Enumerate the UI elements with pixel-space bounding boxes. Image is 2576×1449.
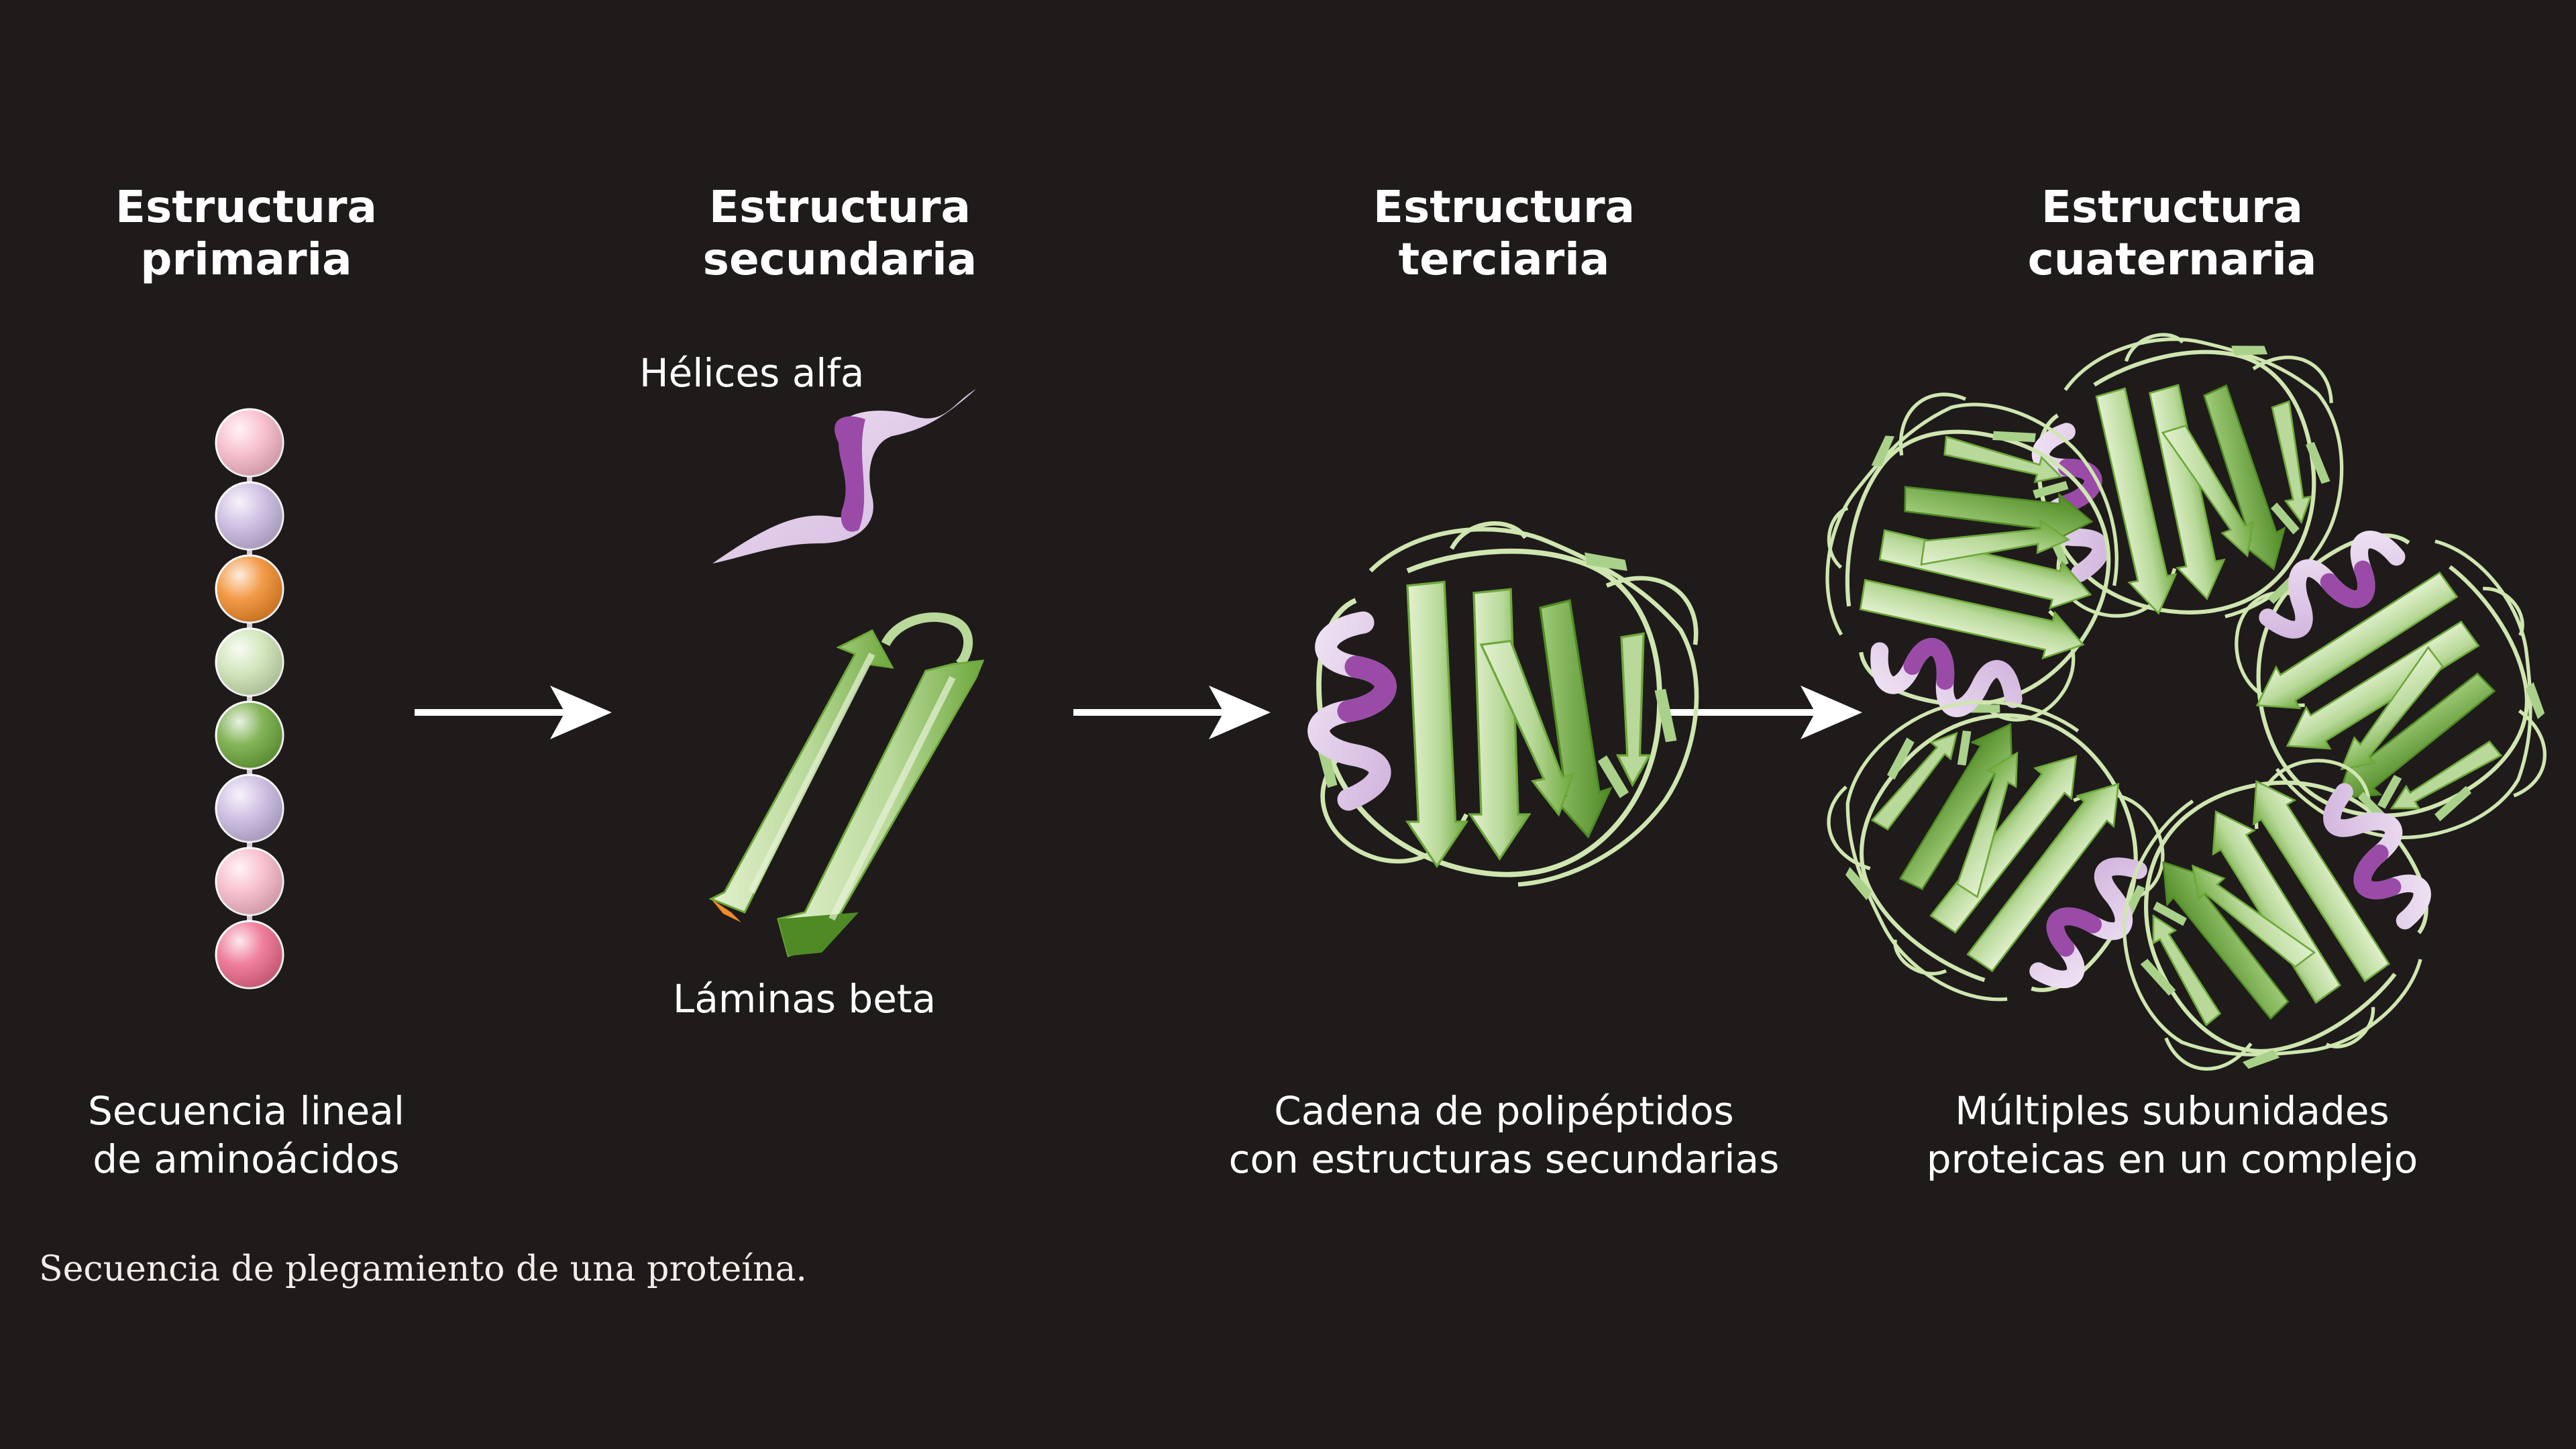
amino-acid-chain [216, 409, 283, 988]
amino-acid-bead-highlight [216, 555, 283, 623]
arrow-1 [415, 686, 612, 739]
amino-acid-bead-highlight [216, 409, 283, 476]
amino-acid-bead-highlight [216, 921, 283, 988]
amino-acid-bead-highlight [216, 482, 283, 549]
amino-acid-bead-highlight [216, 702, 283, 769]
amino-acid-bead-highlight [216, 848, 283, 915]
amino-acid-bead-highlight [216, 629, 283, 696]
quaternary-complex [1783, 307, 2576, 1122]
beta-sheet-hairpin [711, 617, 983, 956]
alpha-helix-ribbon [712, 389, 976, 564]
amino-acid-bead-highlight [216, 775, 283, 842]
tertiary-fold [1316, 523, 1697, 884]
arrow-2 [1073, 686, 1271, 739]
